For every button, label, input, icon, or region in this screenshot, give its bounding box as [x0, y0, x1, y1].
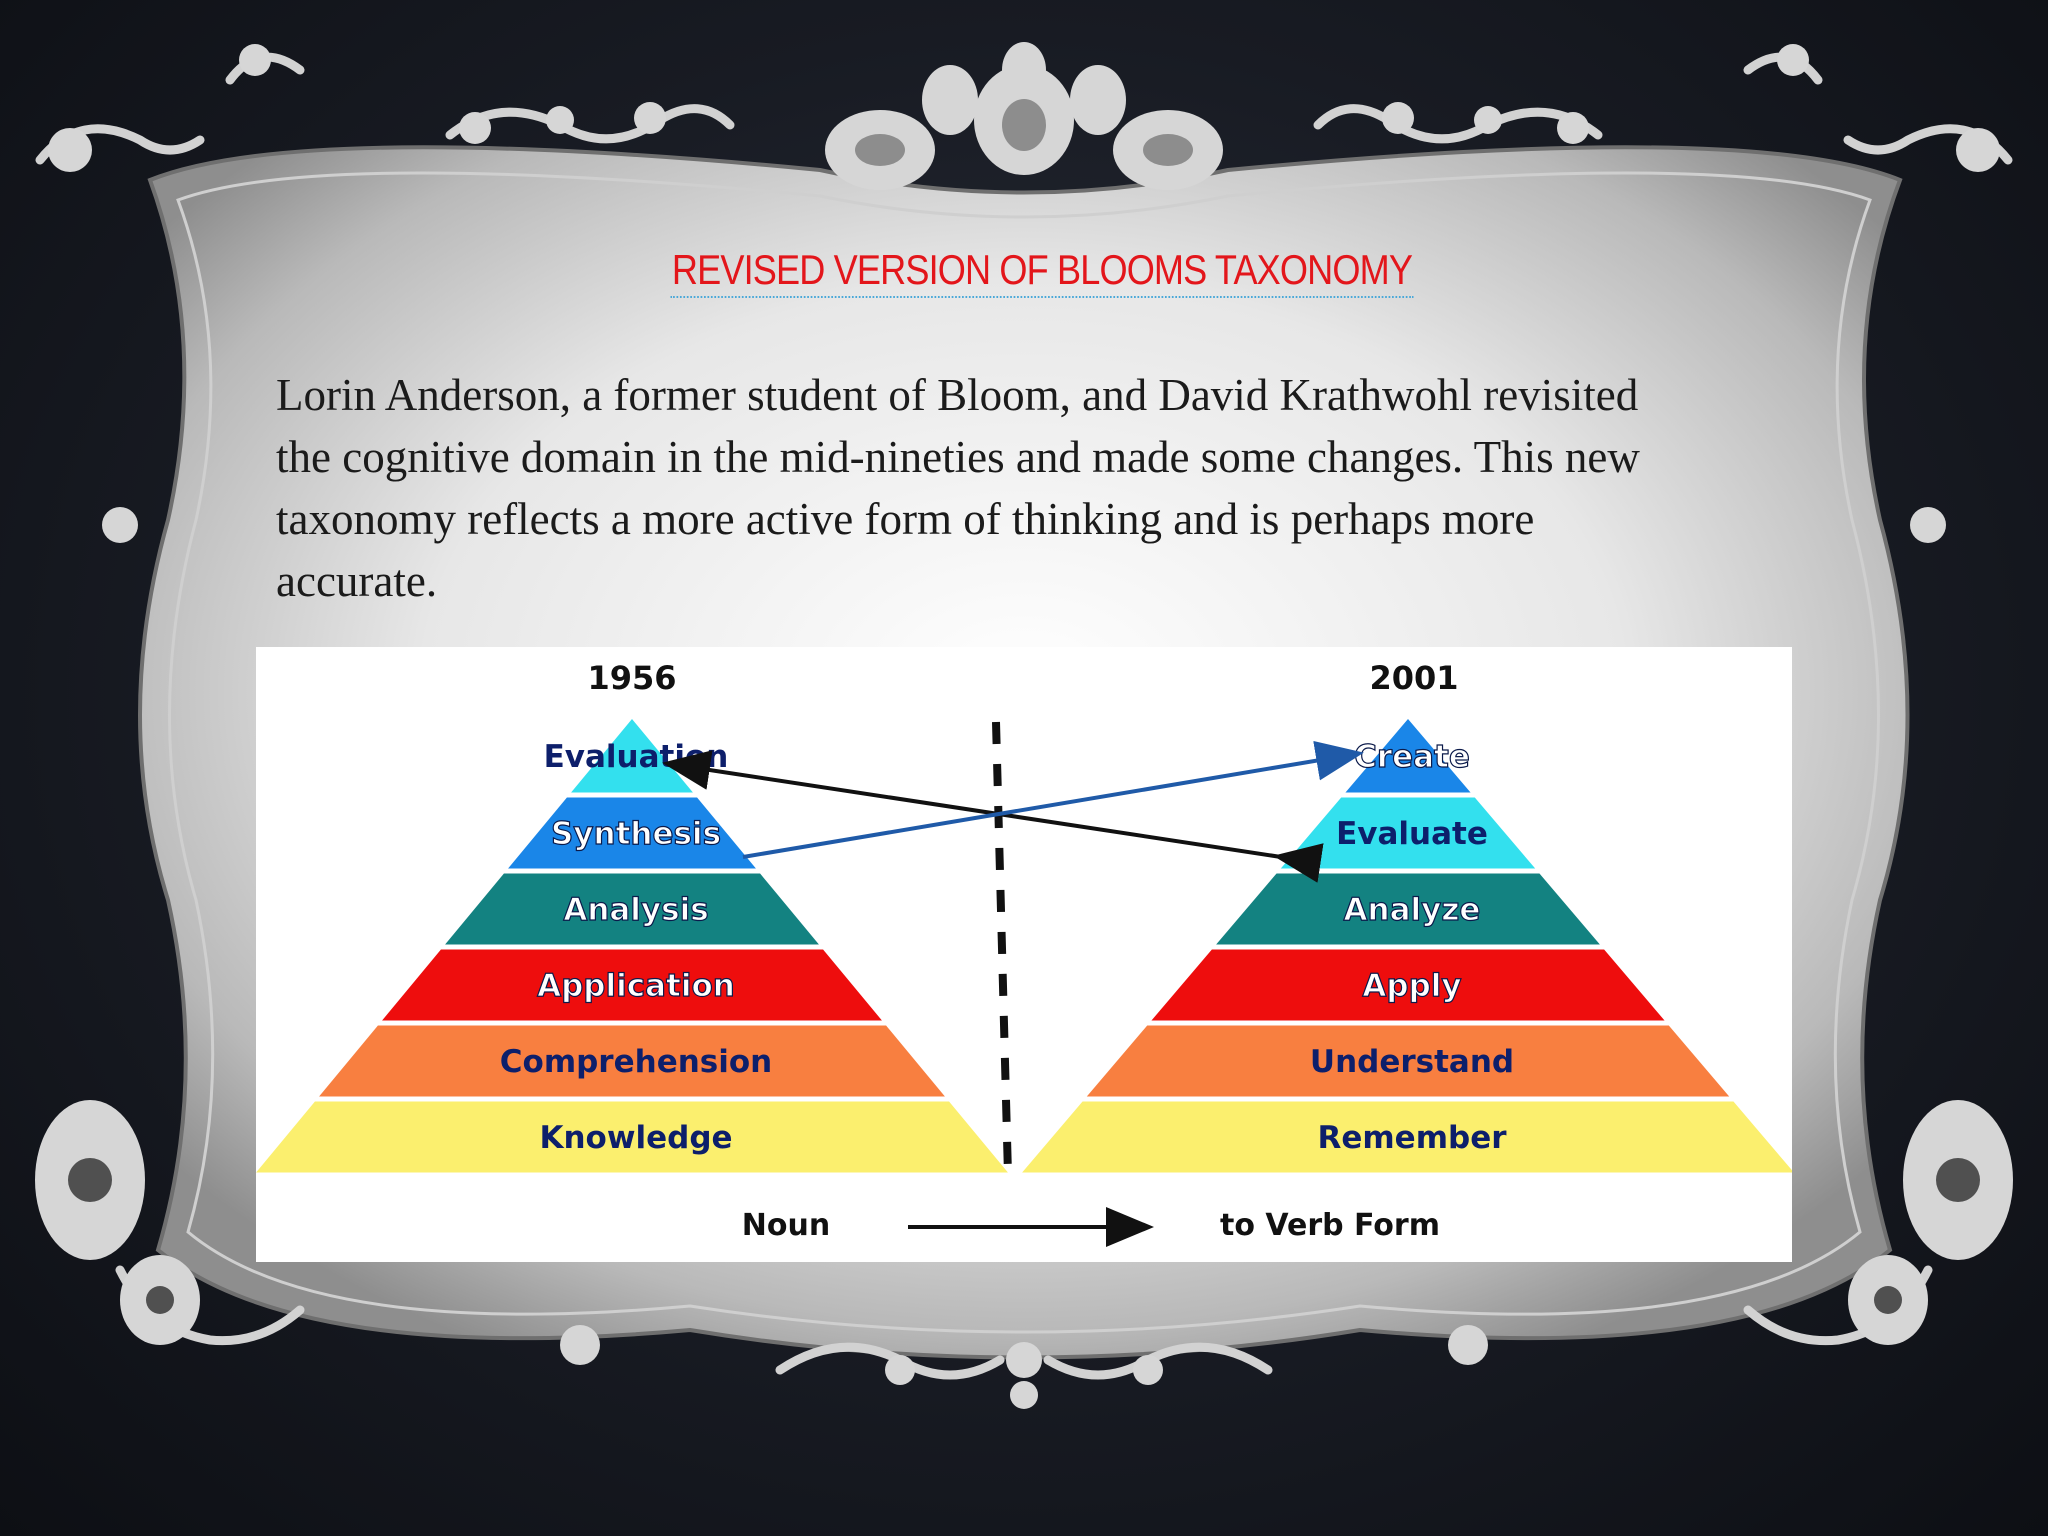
intro-line: accurate.: [276, 556, 438, 606]
pyramid-1956-level-label: Comprehension: [500, 1044, 772, 1080]
arrow-synthesis-to-create: [742, 740, 1364, 859]
pyramid-1956-level-analysis: [445, 873, 819, 945]
pyramid-2001-level-understand: [1086, 1025, 1730, 1097]
pyramid-1956-level-label: Synthesis: [551, 816, 721, 852]
slide-title: REVISED VERSION OF BLOOMS TAXONOMY: [670, 246, 1414, 298]
pyramid-2001-level-label: Understand: [1310, 1044, 1514, 1080]
pyramid-1956: EvaluationSynthesisAnalysisApplicationCo…: [256, 719, 1008, 1173]
bloom-comparison-diagram: 1956 2001 EvaluationSynthesisAnalysisApp…: [256, 647, 1792, 1262]
pyramid-2001-level-evaluate: [1280, 797, 1536, 869]
pyramid-2001-level-label: Evaluate: [1336, 816, 1488, 852]
pyramid-2001-level-label: Analyze: [1344, 892, 1481, 928]
pyramid-2001-level-create: [1345, 719, 1471, 793]
divider-dashed-line: [992, 721, 1012, 1176]
pyramid-1956-level-application: [382, 949, 882, 1021]
pyramid-2001-level-remember: [1022, 1101, 1792, 1173]
pyramid-2001-level-apply: [1151, 949, 1665, 1021]
pyramid-2001-level-label: Remember: [1317, 1120, 1507, 1156]
arrow-evaluation-to-evaluate: [662, 750, 1324, 883]
pyramid-1956-level-comprehension: [319, 1025, 945, 1097]
pyramid-1956-level-label: Analysis: [563, 892, 708, 928]
pyramid-2001-level-label: Create: [1354, 739, 1470, 775]
pyramid-1956-level-knowledge: [256, 1101, 1008, 1173]
footer-verb-label: to Verb Form: [1220, 1208, 1440, 1243]
pyramid-1956-level-label: Knowledge: [539, 1120, 732, 1156]
intro-line: the cognitive domain in the mid-nineties…: [276, 432, 1640, 482]
year-1956-label: 1956: [587, 659, 676, 697]
footer-noun-label: Noun: [742, 1208, 830, 1243]
intro-line: taxonomy reflects a more active form of …: [276, 494, 1535, 544]
intro-line: Lorin Anderson, a former student of Bloo…: [276, 370, 1639, 420]
pyramid-2001: CreateEvaluateAnalyzeApplyUnderstandReme…: [1022, 719, 1792, 1173]
pyramid-2001-level-analyze: [1216, 873, 1600, 945]
intro-paragraph: Lorin Anderson, a former student of Bloo…: [276, 364, 1816, 612]
year-2001-label: 2001: [1369, 659, 1458, 697]
pyramid-1956-level-label: Application: [537, 968, 735, 1004]
pyramid-2001-level-label: Apply: [1362, 968, 1461, 1004]
